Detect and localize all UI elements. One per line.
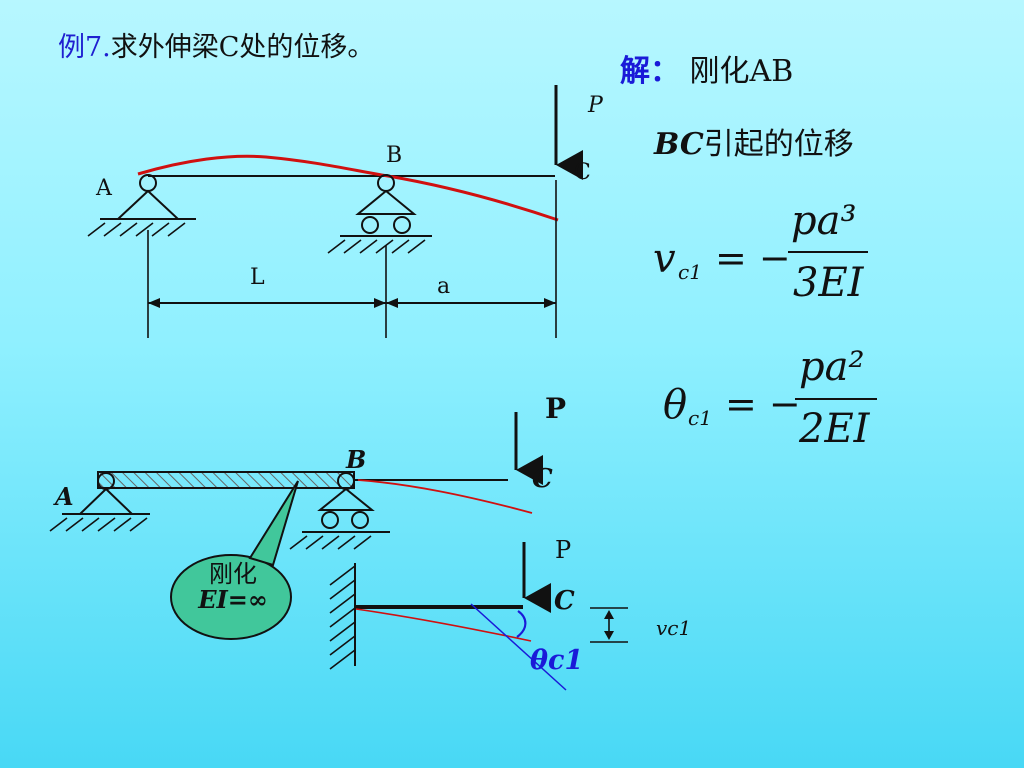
cantilever-deflection-curve — [355, 608, 532, 642]
deflection-formula: v c1 = − pa³ 3EI — [653, 198, 873, 308]
callout-pointer — [248, 480, 299, 567]
b-support-icon — [355, 189, 417, 215]
dimension-arrow-icon — [544, 298, 556, 308]
solution-step2-prefix: BC — [654, 127, 704, 162]
label-a-bottom: A — [55, 482, 74, 511]
label-b-top: B — [386, 143, 403, 168]
b-support-icon — [317, 487, 375, 511]
top-diagram — [87, 85, 583, 338]
solution-label: 解： — [620, 54, 680, 89]
dimension-arrow-icon — [386, 298, 398, 308]
a-pin-icon — [139, 174, 157, 192]
b-roller-icon — [393, 216, 411, 234]
deflection-curve — [137, 154, 559, 222]
deflection-curve — [357, 479, 533, 514]
b-roller-icon — [321, 511, 339, 529]
rotation-formula: θ c1 = − pa² 2EI — [663, 344, 883, 454]
formula-denominator: 2EI — [799, 406, 870, 452]
a-ground-hatch-icon — [87, 222, 186, 237]
formula-subscript: c1 — [678, 260, 702, 284]
bottom-diagram — [49, 412, 628, 691]
label-a-span: a — [437, 274, 451, 299]
formula-subscript: c1 — [688, 406, 712, 430]
callout-line1: 刚化 — [209, 560, 257, 588]
formula-equals: = − — [725, 382, 801, 426]
label-c-top: C — [574, 160, 591, 185]
a-support-icon — [77, 487, 135, 515]
label-theta-c1: θc1 — [530, 645, 584, 676]
label-c-bottom: C — [532, 464, 553, 494]
callout-bubble — [170, 554, 292, 640]
label-b-bottom: B — [346, 445, 367, 474]
solution-step2: BC引起的位移 — [654, 130, 854, 160]
callout-text: 刚化 EI=∞ — [183, 561, 283, 614]
problem-title: 例7.求外伸梁C处的位移。 — [58, 34, 374, 61]
dimension-arrow-icon — [604, 610, 614, 619]
problem-text: 求外伸梁C处的位移。 — [110, 32, 375, 63]
wall-hatch-icon — [329, 565, 356, 670]
solution-heading: 解： 刚化AB — [620, 57, 793, 87]
rigid-beam-ab — [97, 471, 355, 489]
fraction-bar — [788, 251, 868, 253]
slope-line — [470, 603, 567, 691]
formula-lhs: θ — [663, 382, 688, 428]
b-ground-hatch-icon — [289, 535, 372, 550]
fraction-bar — [795, 398, 877, 400]
a-support-icon — [115, 189, 181, 220]
label-a-top: A — [96, 176, 112, 201]
theta-arc-icon — [516, 610, 527, 638]
a-ground-hatch-icon — [49, 517, 148, 532]
formula-denominator: 3EI — [793, 260, 864, 306]
b-pin-icon — [377, 174, 395, 192]
example-label: 例7. — [58, 32, 111, 63]
solution-step2-suffix: 引起的位移 — [703, 127, 854, 162]
solution-step1: 刚化AB — [689, 54, 794, 89]
formula-numerator: pa³ — [791, 198, 857, 244]
dimension-arrow-icon — [374, 298, 386, 308]
b-roller-icon — [351, 511, 369, 529]
formula-lhs: v — [653, 236, 676, 282]
b-roller-icon — [361, 216, 379, 234]
dimension-arrow-icon — [148, 298, 160, 308]
dimension-arrow-icon — [604, 631, 614, 640]
formula-equals: = − — [715, 236, 791, 280]
formula-numerator: pa² — [799, 344, 865, 390]
label-c-cantilever: C — [554, 586, 575, 616]
label-p-top: P — [588, 93, 603, 118]
callout-line2: EI=∞ — [198, 585, 268, 615]
label-p-cantilever: P — [555, 536, 572, 564]
label-l-span: L — [250, 265, 265, 290]
b-ground-hatch-icon — [327, 239, 426, 254]
label-vc1: vc1 — [656, 616, 692, 640]
label-p-bottom: P — [545, 392, 567, 425]
